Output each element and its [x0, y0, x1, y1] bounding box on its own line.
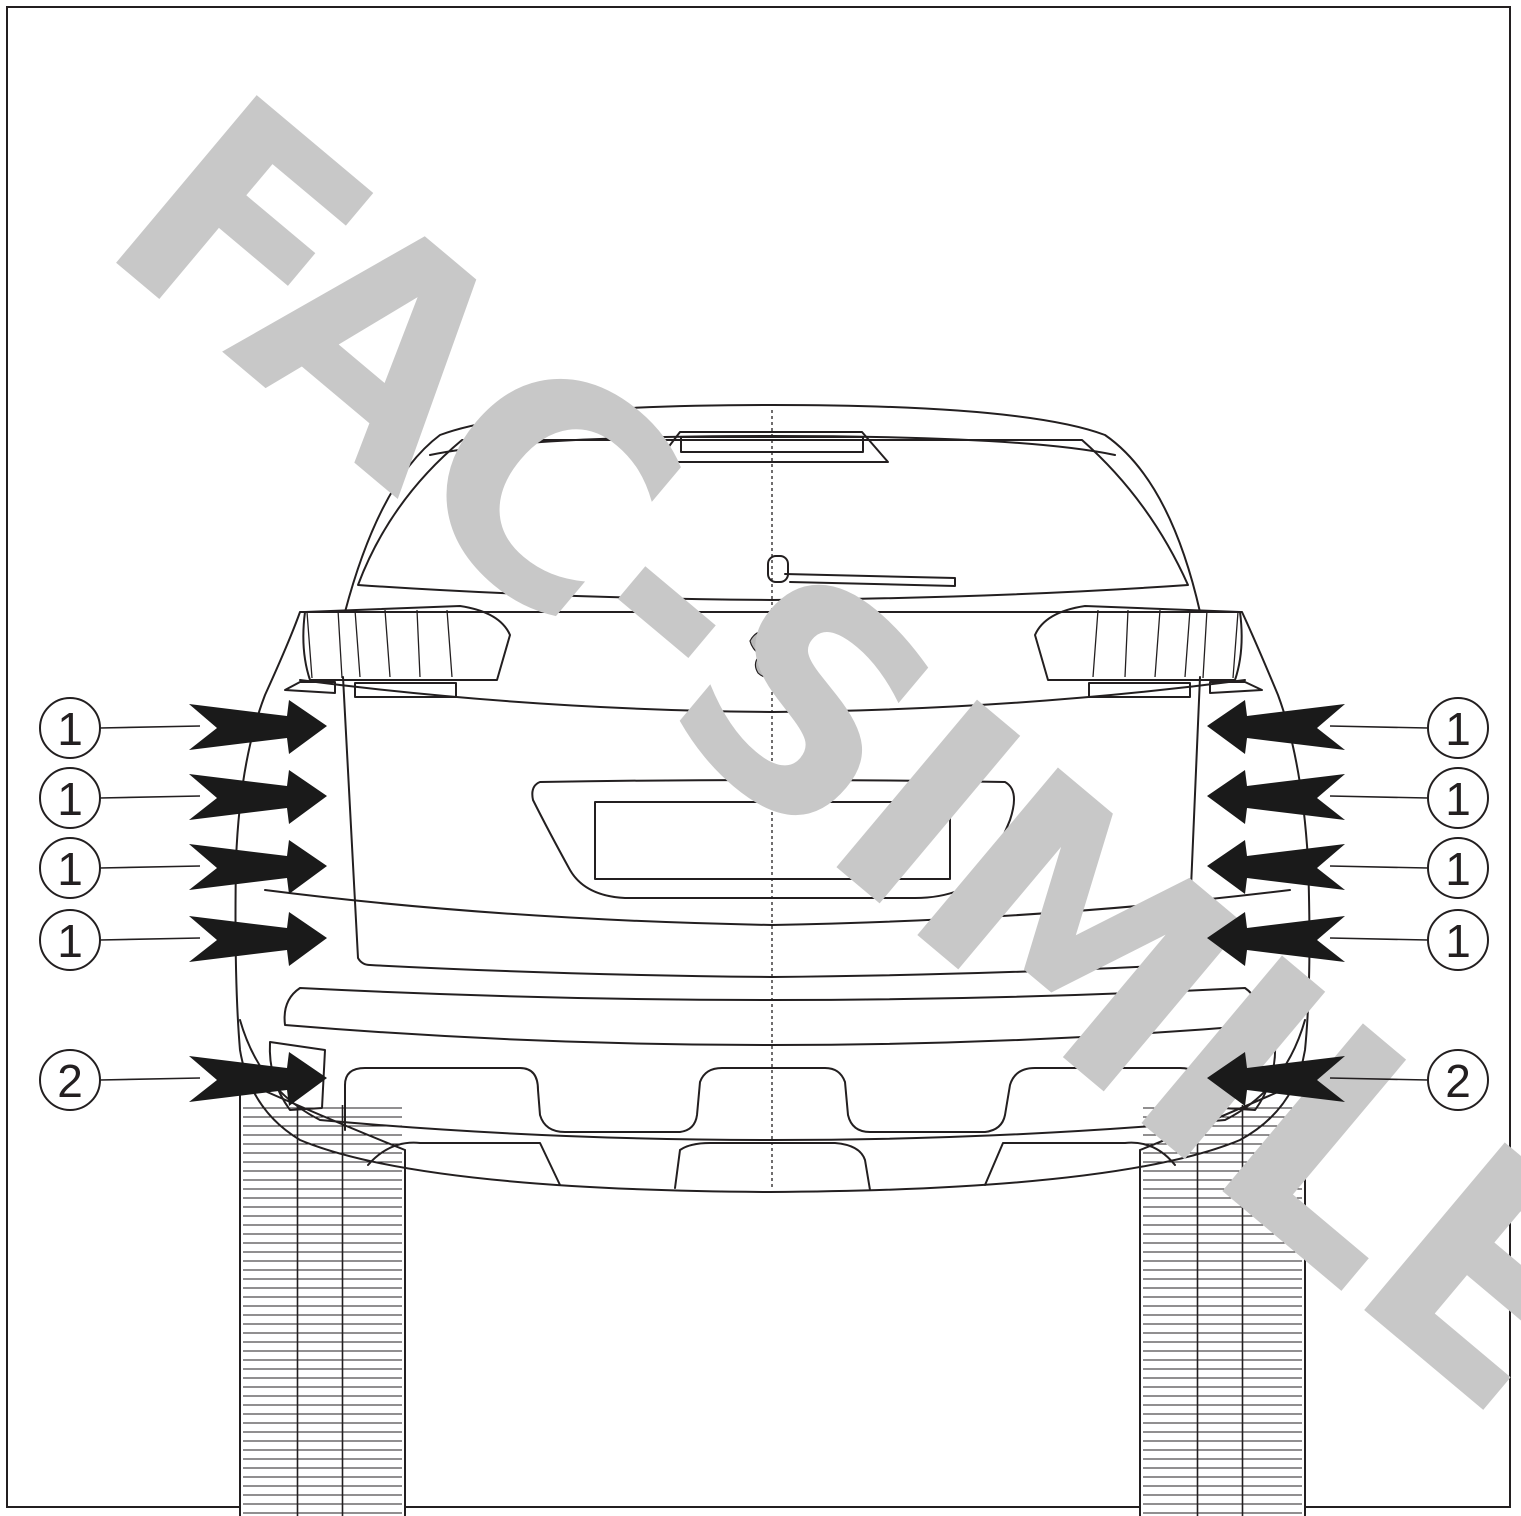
left-taillight	[302, 605, 511, 681]
callout-arrow-icon	[189, 770, 327, 824]
rear-window	[357, 439, 1189, 601]
peugeot-lion-logo-icon	[749, 618, 798, 688]
callouts: 1 1 1 1 2 1 1 1 1 2	[39, 697, 1489, 1111]
callout-number: 1	[1445, 843, 1471, 895]
callout-right: 1	[1207, 697, 1489, 759]
callout-number: 1	[57, 915, 83, 967]
callout-number: 1	[1445, 703, 1471, 755]
roof	[344, 404, 1201, 613]
callout-number: 1	[1445, 773, 1471, 825]
callout-number: 1	[57, 773, 83, 825]
callout-arrow-icon	[189, 1052, 327, 1106]
callout-right: 1	[1207, 767, 1489, 829]
callout-right: 1	[1207, 837, 1489, 899]
callout-arrow-icon	[1207, 1052, 1345, 1106]
third-brake-light	[656, 431, 889, 463]
car-rear-view	[234, 404, 1311, 1516]
callout-arrow-icon	[1207, 912, 1345, 966]
right-tyre	[1139, 1078, 1306, 1516]
left-tyre	[239, 1078, 406, 1516]
callout-right: 1	[1207, 909, 1489, 971]
callout-left: 1	[39, 697, 327, 759]
callout-arrow-icon	[1207, 700, 1345, 754]
callout-left: 1	[39, 837, 327, 899]
callout-right: 2	[1207, 1049, 1489, 1111]
callout-number: 1	[1445, 915, 1471, 967]
callout-left: 2	[39, 1049, 327, 1111]
callout-arrow-icon	[189, 840, 327, 894]
license-plate-recess	[531, 779, 1015, 899]
callout-left: 1	[39, 909, 327, 971]
callout-number: 1	[57, 703, 83, 755]
callout-number: 2	[57, 1055, 83, 1107]
diagram-frame	[6, 6, 1511, 1508]
callout-arrow-icon	[1207, 770, 1345, 824]
rear-bumper	[283, 987, 1262, 1046]
callout-arrow-icon	[189, 912, 327, 966]
callout-left: 1	[39, 767, 327, 829]
callout-arrow-icon	[189, 700, 327, 754]
callout-arrow-icon	[1207, 840, 1345, 894]
callout-number: 1	[57, 843, 83, 895]
rear-wiper-icon	[767, 555, 956, 587]
callout-number: 2	[1445, 1055, 1471, 1107]
right-taillight	[1034, 605, 1243, 681]
